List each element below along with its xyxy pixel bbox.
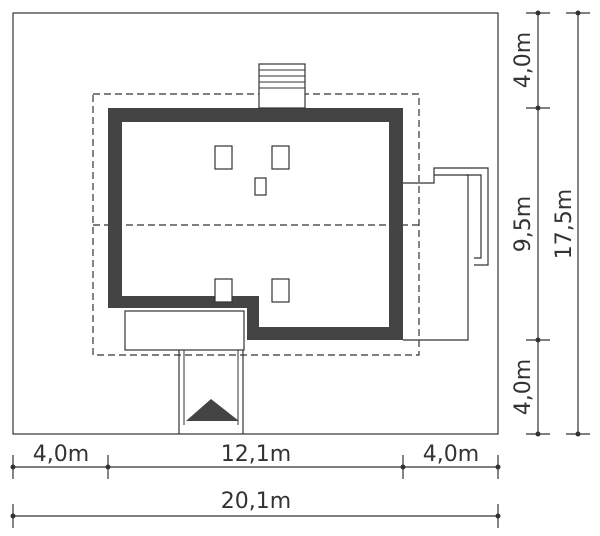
dim-total-depth: 17,5m [552,189,577,259]
vertical-dimension-line [526,10,550,437]
dim-right-setback: 4,0m [423,442,479,467]
entrance-arrow-icon [186,399,239,421]
total-width-dimension-line [10,504,501,528]
dim-top-setback: 4,0m [511,32,536,88]
house-walls [108,108,403,340]
right-terrace [403,167,489,341]
top-steps [258,63,306,109]
front-porch [124,310,245,351]
total-depth-dimension-line [566,10,590,437]
dim-house-depth: 9,5m [511,196,536,252]
driveway [178,350,244,434]
interior-elements [214,145,290,303]
dim-left-setback: 4,0m [33,442,89,467]
dim-total-width: 20,1m [221,489,291,514]
horizontal-dimension-line [10,455,501,479]
dim-bottom-setback: 4,0m [511,359,536,415]
plot-boundary [12,12,499,435]
dim-house-width: 12,1m [221,442,291,467]
